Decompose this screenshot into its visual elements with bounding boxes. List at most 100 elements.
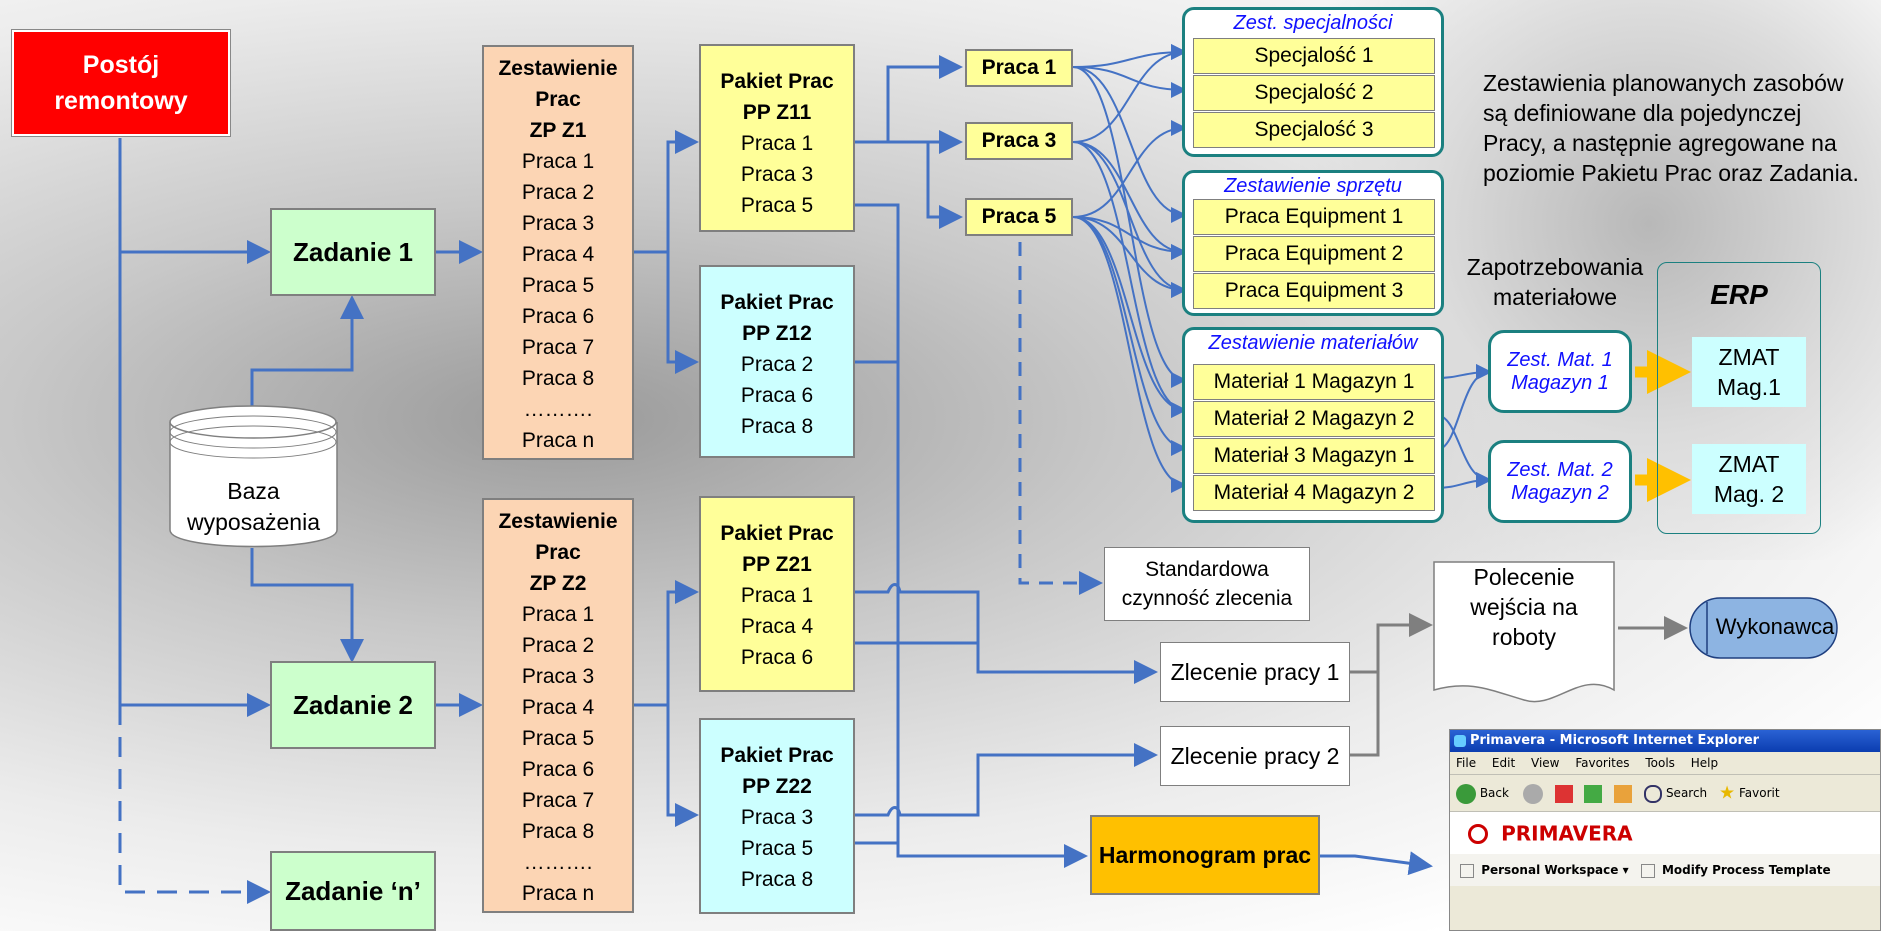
zest2-title2: Prac <box>535 541 581 564</box>
favorites-icon[interactable]: ★ <box>1719 782 1736 804</box>
zest1-item: Praca 4 <box>521 243 595 266</box>
zadanie-2-box: Zadanie 2 <box>270 661 436 749</box>
group-sprzet: Zestawienie sprzętu Praca Equipment 1 Pr… <box>1182 170 1444 316</box>
zadanie-n-label: Zadanie ‘n’ <box>285 875 421 906</box>
zestawienie-zp-z2: Zestawienie Prac ZP Z2 Praca 1 Praca 2 P… <box>482 498 634 913</box>
note-line3: Pracy, a następnie agregowane na <box>1483 130 1837 156</box>
zest2-item: Praca 4 <box>521 696 595 719</box>
home-icon[interactable] <box>1614 784 1633 803</box>
browser-linkbar: Personal Workspace ▾ Modify Process Temp… <box>1450 854 1880 886</box>
process-icon <box>1640 863 1655 878</box>
pp-z12-title2: PP Z12 <box>742 322 812 345</box>
primavera-brand: PRIMAVERA <box>1501 821 1633 846</box>
workspace-icon <box>1460 863 1474 878</box>
refresh-icon[interactable] <box>1584 784 1603 803</box>
group-sprzet-title: Zestawienie sprzętu <box>1224 175 1402 197</box>
group-specjalnosci-title: Zest. specjalności <box>1233 12 1393 34</box>
menu-help[interactable]: Help <box>1690 756 1719 770</box>
specjalnosc-item: Specjalość 1 <box>1193 38 1435 74</box>
zmat-2-line2: Mag. 2 <box>1713 481 1785 507</box>
forward-icon[interactable] <box>1522 783 1543 804</box>
harmonogram-prac-box: Harmonogram prac <box>1090 815 1320 895</box>
zest2-item: Praca 7 <box>521 789 595 812</box>
praca-1-label: Praca 1 <box>981 56 1057 79</box>
zest2-item: ………. <box>523 851 593 874</box>
zest-mat-1-line2: Magazyn 1 <box>1511 371 1609 394</box>
baza-line2: wyposażenia <box>187 509 320 535</box>
modify-process-template-link[interactable]: Modify Process Template <box>1661 863 1831 877</box>
edge-baza-zadanie2 <box>250 548 364 663</box>
zest2-title3: ZP Z2 <box>529 572 587 595</box>
zmat-1-line2: Mag.1 <box>1717 374 1781 400</box>
praca-3-label: Praca 3 <box>981 129 1057 152</box>
material-item: Materiał 3 Magazyn 1 <box>1193 438 1435 474</box>
zest2-item: Praca 1 <box>521 603 595 626</box>
zadanie-1-box: Zadanie 1 <box>270 208 436 296</box>
edge-ppz12-harm <box>855 360 1088 868</box>
zmat-mag2-box: ZMAT Mag. 2 <box>1692 444 1806 514</box>
zest1-item: Praca 8 <box>521 367 595 390</box>
zest2-item: Praca 6 <box>521 758 595 781</box>
zest1-title2: Prac <box>535 88 581 111</box>
pakiet-pp-z11: Pakiet Prac PP Z11 Praca 1 Praca 3 Praca… <box>699 44 855 232</box>
zest2-item: Praca 5 <box>521 727 595 750</box>
pp-z11-item: Praca 3 <box>740 163 814 186</box>
zest1-item: Praca n <box>521 429 595 452</box>
pp-z12-item: Praca 8 <box>740 415 814 438</box>
edge-postoj-zadanien <box>118 705 271 904</box>
sprzet-item: Praca Equipment 3 <box>1193 273 1435 309</box>
browser-toolbar: Back Search ★ Favorit <box>1450 775 1880 812</box>
note-line4: poziomie Pakietu Prac oraz Zadania. <box>1483 160 1859 186</box>
zlecenie-pracy-1-box: Zlecenie pracy 1 <box>1160 642 1350 702</box>
menu-view[interactable]: View <box>1531 756 1560 770</box>
primavera-banner: PRIMAVERA <box>1450 812 1880 854</box>
browser-title: Primavera - Microsoft Internet Explorer <box>1470 733 1760 748</box>
praca-1-box: Praca 1 <box>965 49 1073 87</box>
baza-label: Baza wyposażenia <box>170 474 337 540</box>
zest1-item: Praca 2 <box>521 181 595 204</box>
edge-zlecenia-polecenie <box>1350 613 1433 674</box>
zadanie-2-label: Zadanie 2 <box>293 689 413 720</box>
pp-z12-item: Praca 6 <box>740 384 814 407</box>
primavera-logo-icon <box>1468 823 1488 844</box>
edge-postoj-zadanie1 <box>118 138 271 264</box>
erp-title: ERP <box>1710 279 1768 310</box>
edge-ppz11-harm <box>855 203 900 362</box>
standardowa-line1: Standardowa <box>1145 558 1269 581</box>
search-button[interactable]: Search <box>1665 786 1708 800</box>
menu-edit[interactable]: Edit <box>1491 756 1516 770</box>
menu-tools[interactable]: Tools <box>1645 756 1675 770</box>
edge-pp-zlecenie1 <box>855 583 1158 684</box>
browser-menubar: File Edit View Favorites Tools Help <box>1450 752 1880 775</box>
personal-workspace-link[interactable]: Personal Workspace <box>1481 863 1619 877</box>
back-button[interactable]: Back <box>1479 786 1509 800</box>
zest-mat-2-box: Zest. Mat. 2 Magazyn 2 <box>1488 440 1632 523</box>
polecenie-line3: roboty <box>1492 624 1556 650</box>
pakiet-pp-z21: Pakiet Prac PP Z21 Praca 1 Praca 4 Praca… <box>699 496 855 692</box>
favorites-button[interactable]: Favorit <box>1738 786 1780 800</box>
pp-z22-title1: Pakiet Prac <box>720 744 834 767</box>
edge-zest1-pp <box>634 130 699 254</box>
note-text: Zestawienia planowanych zasobów są defin… <box>1483 68 1881 188</box>
stop-icon[interactable] <box>1554 784 1573 803</box>
zapotrzebowania-line2: materiałowe <box>1493 284 1617 310</box>
pp-z11-item: Praca 5 <box>740 194 814 217</box>
zest1-item: Praca 1 <box>521 150 595 173</box>
material-item: Materiał 1 Magazyn 1 <box>1193 364 1435 400</box>
zest1-item: Praca 5 <box>521 274 595 297</box>
search-icon[interactable] <box>1644 784 1663 803</box>
postoj-line2: remontowy <box>54 87 188 115</box>
postoj-remontowy-box: Postój remontowy <box>11 29 231 137</box>
back-icon[interactable] <box>1456 783 1476 804</box>
zest2-item: Praca 8 <box>521 820 595 843</box>
menu-file[interactable]: File <box>1456 756 1477 770</box>
material-item: Materiał 2 Magazyn 2 <box>1193 401 1435 437</box>
browser-titlebar: Primavera - Microsoft Internet Explorer <box>1450 730 1880 752</box>
pp-z11-title2: PP Z11 <box>742 101 812 124</box>
specjalnosc-item: Specjalość 2 <box>1193 75 1435 111</box>
zmat-1-line1: ZMAT <box>1718 344 1780 370</box>
note-line2: są definiowane dla pojedynczej <box>1483 100 1802 126</box>
menu-favorites[interactable]: Favorites <box>1575 756 1630 770</box>
polecenie-shape <box>1433 561 1615 703</box>
